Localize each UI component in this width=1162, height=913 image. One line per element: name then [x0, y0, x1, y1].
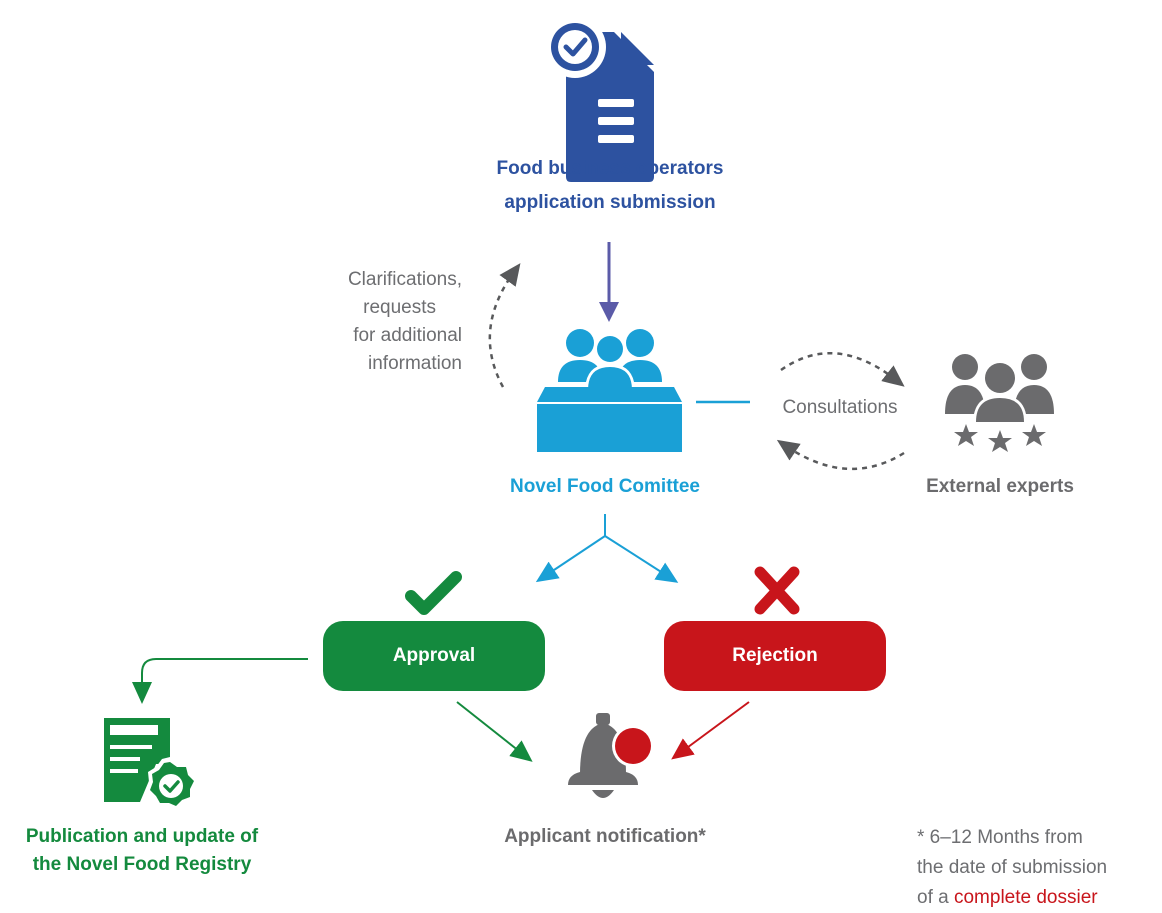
arrow-consultations-out: [780, 352, 905, 387]
clarifications-line1: Clarifications,: [347, 269, 462, 290]
clarifications-note: Clarifications, requests for additional …: [300, 266, 462, 378]
committee-label: Novel Food Comittee: [509, 476, 700, 497]
footnote-highlight: complete dossier: [953, 887, 1098, 908]
committee-icon: [537, 329, 682, 452]
experts-label: External experts: [926, 476, 1074, 497]
arrows-committee-to-decision: [535, 514, 679, 583]
submission-label: Food business operators application subm…: [440, 152, 780, 220]
document-check-icon: [544, 16, 654, 182]
footnote-line3-prefix: of a: [917, 887, 954, 908]
clarifications-line4: information: [368, 353, 462, 374]
consultations-label: Consultations: [782, 397, 898, 418]
arrow-rejection-to-notification: [671, 701, 750, 760]
bell-icon: [568, 713, 654, 798]
clarifications-line2: requests: [363, 297, 436, 318]
footnote: * 6–12 Months from the date of submissio…: [917, 823, 1162, 913]
footnote-line1: * 6–12 Months from: [917, 827, 1083, 848]
check-icon: [405, 571, 462, 615]
notification-label: Applicant notification*: [504, 826, 706, 847]
registry-label-line2: the Novel Food Registry: [32, 854, 252, 875]
clarifications-line3: for additional: [353, 325, 462, 346]
arrow-clarifications: [488, 263, 521, 388]
approval-button[interactable]: Approval: [323, 621, 545, 691]
footnote-line2: the date of submission: [917, 857, 1108, 878]
registry-label-line1: Publication and update of: [25, 826, 259, 847]
submission-label-line1: Food business operators: [496, 158, 724, 179]
arrow-consultations-in: [776, 439, 905, 471]
registry-label: Publication and update of the Novel Food…: [0, 820, 284, 882]
footnote-line3: of a complete dossier: [917, 883, 1162, 913]
cross-icon: [754, 566, 800, 615]
arrow-approval-to-notification: [456, 701, 533, 762]
arrow-approval-to-registry: [132, 658, 308, 704]
external-experts-icon: [945, 354, 1054, 452]
rejection-button[interactable]: Rejection: [664, 621, 886, 691]
certificate-icon: [104, 718, 198, 810]
submission-label-line2: application submission: [504, 192, 716, 213]
